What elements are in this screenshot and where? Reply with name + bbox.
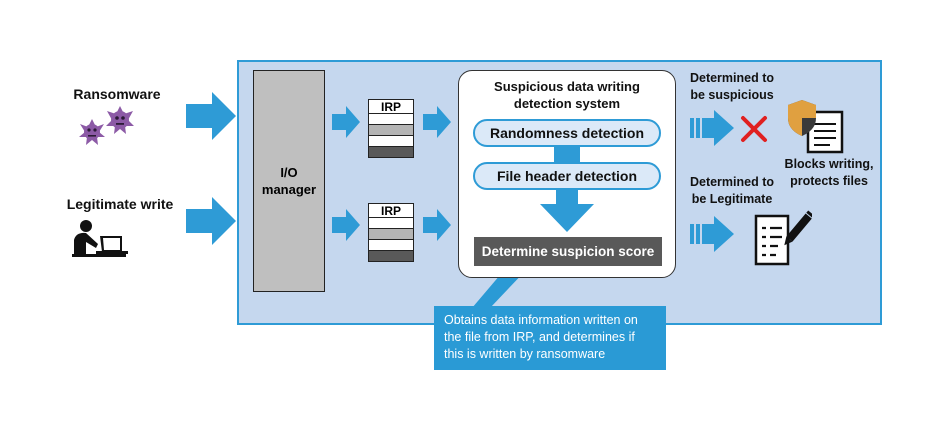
io-manager-line1: I/O: [280, 165, 298, 180]
callout-line1: Obtains data information written on: [444, 313, 638, 327]
legitimate-outcome-label: Determined to be Legitimate: [682, 174, 782, 208]
person-laptop-icon: [72, 220, 128, 257]
io-to-irp-top-arrow-icon: [332, 106, 360, 138]
legit-line2: be Legitimate: [691, 192, 773, 206]
ransomware-virus-icon: [79, 106, 134, 145]
legit-line1: Determined to: [689, 175, 775, 189]
irp-label-top: IRP: [368, 99, 414, 114]
blocks-line2: protects files: [790, 174, 868, 188]
pill-connector: [554, 145, 580, 163]
legitimate-outcome-arrow-icon: [690, 216, 734, 252]
callout-line3: this is written by ransomware: [444, 347, 606, 361]
blocks-line1: Blocks writing,: [784, 157, 874, 171]
legitimate-arrow-icon: [186, 197, 236, 245]
ransomware-arrow-icon: [186, 92, 236, 140]
document-pen-icon: [754, 210, 812, 266]
callout-line2: the file from IRP, and determines if: [444, 330, 635, 344]
irp-to-system-top-arrow-icon: [423, 106, 451, 138]
io-manager-line2: manager: [261, 182, 317, 197]
suspicious-arrow-icon: [690, 110, 734, 146]
detection-system-title-line2: detection system: [513, 96, 621, 111]
blocks-writing-label: Blocks writing, protects files: [776, 156, 882, 190]
shield-document-icon: [788, 100, 844, 154]
io-to-irp-bottom-arrow-icon: [332, 209, 360, 241]
detection-system-title-line1: Suspicious data writing: [494, 79, 640, 94]
file-header-detection-step: File header detection: [473, 162, 661, 190]
legitimate-write-label: Legitimate write: [66, 196, 174, 212]
detection-system-title: Suspicious data writing detection system: [458, 78, 676, 112]
randomness-detection-step: Randomness detection: [473, 119, 661, 147]
irp-packet-bottom: IRP: [368, 203, 414, 262]
down-arrow-icon: [540, 190, 594, 232]
suspicious-outcome-label: Determined to be suspicious: [682, 70, 782, 104]
callout-box: Obtains data information written on the …: [434, 306, 666, 370]
suspicious-line1: Determined to: [689, 71, 775, 85]
suspicious-line2: be suspicious: [690, 88, 774, 102]
cross-icon: [741, 116, 767, 142]
suspicion-score-step: Determine suspicion score: [474, 237, 662, 266]
io-manager-box: I/O manager: [253, 70, 325, 292]
irp-label-bottom: IRP: [368, 203, 414, 218]
irp-to-system-bottom-arrow-icon: [423, 209, 451, 241]
ransomware-label: Ransomware: [73, 86, 161, 102]
irp-packet-top: IRP: [368, 99, 414, 158]
